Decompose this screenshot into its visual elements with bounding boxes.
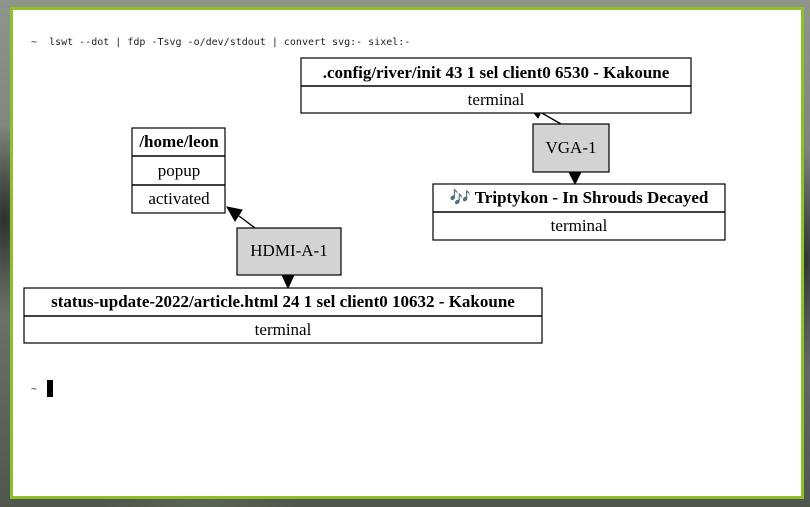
edge-hdmi-to-home-leon <box>238 215 256 229</box>
output-label: VGA-1 <box>546 138 597 157</box>
arrowhead-hdmi-to-home-leon <box>226 206 243 222</box>
node-app: terminal <box>468 90 525 109</box>
arrowhead-vga-to-triptykon <box>568 171 582 186</box>
node-app: terminal <box>551 216 608 235</box>
node-kakoune-river: .config/river/init 43 1 sel client0 6530… <box>300 57 692 114</box>
node-state-activated: activated <box>148 189 210 208</box>
node-title: .config/river/init 43 1 sel client0 6530… <box>323 63 670 82</box>
node-app: terminal <box>255 320 312 339</box>
node-hdmi-output: HDMI-A-1 <box>236 227 342 276</box>
node-title: 🎶 Triptykon - In Shrouds Decayed <box>450 188 709 207</box>
prompt-symbol: ~ <box>31 384 38 395</box>
output-label: HDMI-A-1 <box>250 241 327 260</box>
edge-vga-to-kakoune <box>539 111 562 125</box>
node-home-leon: /home/leon popup activated <box>131 127 226 214</box>
input-line[interactable]: ~ <box>31 380 54 397</box>
graph-image: .config/river/init 43 1 sel client0 6530… <box>23 57 726 344</box>
node-kakoune-status: status-update-2022/article.html 24 1 sel… <box>23 287 543 344</box>
node-title: /home/leon <box>138 132 219 151</box>
command-line: ~ lswt --dot | fdp -Tsvg -o/dev/stdout |… <box>31 37 410 48</box>
node-vga-output: VGA-1 <box>532 123 610 173</box>
prompt-symbol: ~ <box>31 37 38 48</box>
terminal-window[interactable]: ~ lswt --dot | fdp -Tsvg -o/dev/stdout |… <box>10 7 804 499</box>
command-text: lswt --dot | fdp -Tsvg -o/dev/stdout | c… <box>49 37 411 48</box>
arrowhead-hdmi-to-kakoune-status <box>281 274 295 290</box>
node-state-popup: popup <box>158 161 201 180</box>
text-cursor <box>47 380 54 397</box>
node-triptykon: 🎶 Triptykon - In Shrouds Decayed termina… <box>432 183 726 241</box>
node-title: status-update-2022/article.html 24 1 sel… <box>51 292 515 311</box>
